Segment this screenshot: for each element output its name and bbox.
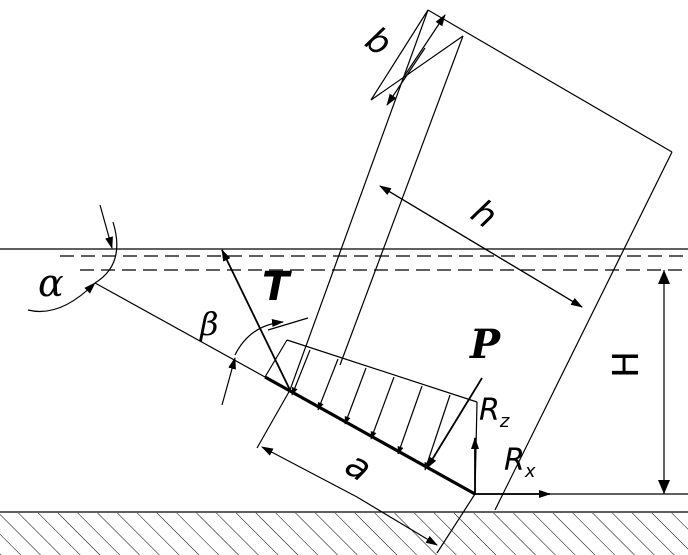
Rz-label: Rz (479, 393, 510, 432)
pressure-diagram (264, 339, 478, 495)
Rz-subscript: z (499, 411, 510, 432)
gate-body (289, 9, 673, 511)
pressure-force-arrow (426, 377, 483, 469)
dim-b-extension (370, 9, 429, 101)
T-label: T (262, 264, 292, 310)
dim-b-arrow-down (386, 47, 426, 106)
pressure-arrow (291, 349, 311, 396)
pressure-diagram-top-edge (286, 339, 478, 403)
dim-H-arrow-bottom (658, 480, 670, 494)
dim-a-arrow-left (261, 446, 358, 498)
gate-contact-surface (264, 375, 476, 496)
dim-a-extension-right (436, 493, 476, 554)
Rx-label: Rx (504, 443, 536, 482)
dimension-b (370, 9, 464, 106)
inclined-plane-line (94, 282, 266, 378)
alpha-arrow-top (99, 204, 113, 249)
dim-a-extension-left (256, 389, 291, 449)
pressure-arrow (397, 385, 423, 455)
alpha-arc (94, 221, 118, 284)
dim-b-arrow-up (404, 14, 446, 76)
Rx-subscript: x (524, 461, 536, 482)
H-label: H (606, 351, 647, 378)
pressure-diagram-left-edge (264, 339, 288, 378)
dim-h-arrow-left (379, 185, 583, 308)
gate-right-edge (494, 151, 673, 511)
gate-left-edge (289, 9, 429, 391)
pressure-arrow (424, 394, 451, 471)
Rx-main: R (504, 443, 525, 478)
beta-tick (267, 317, 309, 331)
dim-H-arrow-top (658, 270, 670, 284)
dimension-H (658, 270, 670, 494)
b-label: b (358, 19, 399, 64)
pressure-arrow (344, 367, 367, 425)
dim-a-arrow-right (356, 496, 438, 546)
ground (0, 511, 688, 555)
water-surface (0, 248, 688, 271)
a-label: a (338, 444, 379, 490)
ground-hatching (0, 513, 688, 555)
dim-b-extension-inner (370, 35, 464, 101)
alpha-arrow-bottom (27, 282, 96, 313)
dimension-a (256, 389, 476, 554)
beta-arrow-bottom (221, 357, 236, 406)
angle-alpha (27, 204, 118, 313)
h-label: h (464, 192, 505, 237)
Rz-main: R (479, 393, 500, 428)
gate-top-edge (427, 9, 673, 153)
angle-beta (221, 317, 309, 406)
tension-arrow (221, 249, 291, 391)
alpha-label: α (38, 261, 64, 305)
gate-inner-line (339, 35, 464, 366)
beta-label: β (199, 305, 219, 343)
pressure-arrow (317, 358, 339, 411)
P-label: P (469, 321, 502, 368)
pressure-arrow (370, 376, 395, 440)
beta-arrow-top (234, 319, 284, 356)
